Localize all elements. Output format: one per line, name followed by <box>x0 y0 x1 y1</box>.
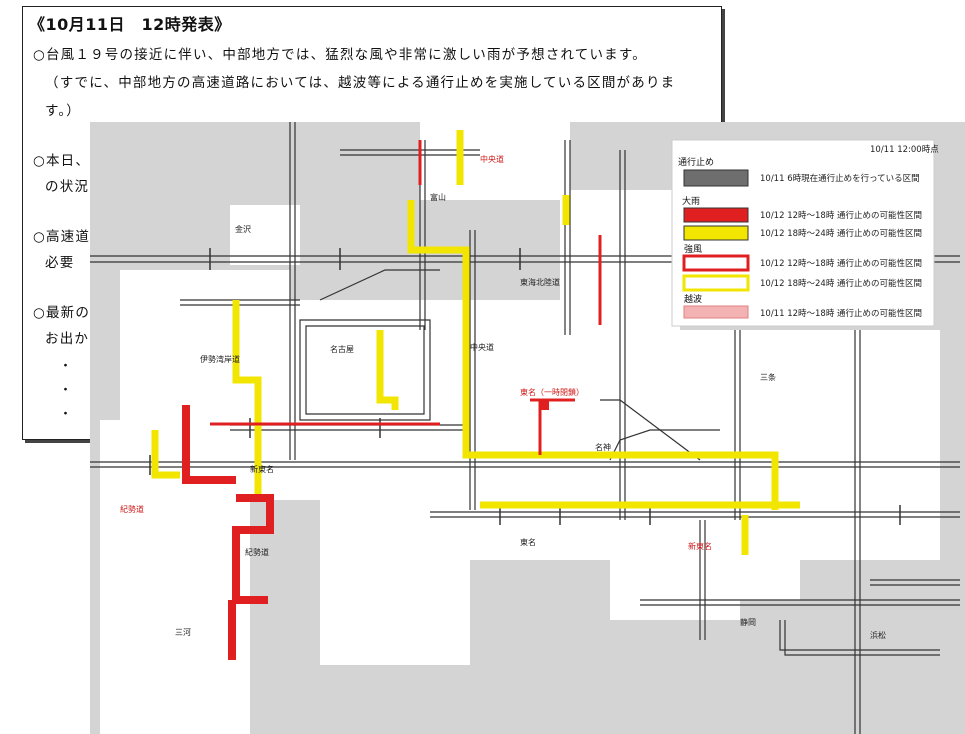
notice-bullet-2: ・ <box>59 383 73 398</box>
legend-overtopping-desc: 10/11 12時～18時 通行止めの可能性区間 <box>760 308 922 319</box>
label-sanjo: 三条 <box>760 372 776 382</box>
legend-rain-18-24-swatch <box>683 225 749 241</box>
notice-line-6: ○高速道 <box>33 229 91 245</box>
wind-sections <box>210 140 602 455</box>
legend-wind-heading: 強風 <box>684 243 702 255</box>
legend: 10/11 12:00時点 通行止め 10/11 6時現在通行止めを行っている区… <box>671 139 939 327</box>
notice-bullet-3: ・ <box>59 407 73 422</box>
notice-line-4: ○本日、 <box>33 153 91 169</box>
label-nagoya: 名古屋 <box>330 344 354 354</box>
label-shizuoka: 静岡 <box>740 617 756 627</box>
label-kisei-red: 紀勢道 <box>120 504 144 514</box>
legend-overtopping-swatch <box>683 305 749 319</box>
legend-wind-12-18: 10/12 12時～18時 通行止めの可能性区間 <box>760 258 922 269</box>
label-ise: 伊勢湾岸道 <box>200 354 240 364</box>
legend-overtopping-heading: 越波 <box>684 293 702 305</box>
legend-wind-18-24-swatch <box>682 274 750 292</box>
label-kanazawa: 金沢 <box>235 224 251 234</box>
notice-line-7: 必要 <box>45 255 75 271</box>
map-labels: 名古屋 東名 名神 伊勢湾岸道 新東名 東海北陸道 金沢 富山 中央道 紀勢道 … <box>120 154 886 640</box>
label-hamamatsu: 浜松 <box>870 630 886 640</box>
notice-bullet-1: ・ <box>59 359 73 374</box>
legend-rain-18-24: 10/12 18時～24時 通行止めの可能性区間 <box>760 228 922 239</box>
label-kisei: 紀勢道 <box>245 547 269 557</box>
label-shinmei: 名神 <box>595 442 611 452</box>
notice-line-5: の状況 <box>45 179 90 195</box>
notice-line-3: す。） <box>45 103 81 119</box>
label-tomei-red: 東名（一時閉鎖） <box>520 387 584 397</box>
legend-wind-18-24: 10/12 18時～24時 通行止めの可能性区間 <box>760 278 922 289</box>
notice-line-8: ○最新の <box>33 305 91 321</box>
label-tomei: 東名 <box>520 537 536 547</box>
label-toyama: 富山 <box>430 192 446 202</box>
legend-rain-12-18: 10/12 12時～18時 通行止めの可能性区間 <box>760 210 922 221</box>
legend-wind-12-18-swatch <box>682 254 750 272</box>
label-chuo-red: 中央道 <box>480 154 504 164</box>
label-tokai-hokuriku: 東海北陸道 <box>520 277 560 287</box>
label-shin-tomei-red: 新東名 <box>688 541 712 551</box>
notice-line-9: お出か <box>45 331 90 347</box>
legend-closed-swatch <box>683 169 749 187</box>
label-shin-tomei: 新東名 <box>250 464 274 474</box>
notice-line-2: （すでに、中部地方の高速道路においては、越波等による通行止めを実施している区間が… <box>45 75 676 91</box>
legend-closed-desc: 10/11 6時現在通行止めを行っている区間 <box>760 173 920 184</box>
label-chuo: 中央道 <box>470 342 494 352</box>
rain-12-18-sections <box>182 400 549 660</box>
notice-title: 《10月11日 12時発表》 <box>29 15 231 34</box>
rain-18-24-sections <box>151 130 800 555</box>
legend-rain-12-18-swatch <box>683 207 749 223</box>
legend-rain-heading: 大雨 <box>682 195 700 207</box>
notice-line-1: ○台風１９号の接近に伴い、中部地方では、猛烈な風や非常に激しい雨が予想されていま… <box>33 47 647 63</box>
legend-timestamp: 10/11 12:00時点 <box>870 145 939 155</box>
label-mikawa: 三河 <box>175 627 191 637</box>
legend-closed-heading: 通行止め <box>678 156 714 168</box>
